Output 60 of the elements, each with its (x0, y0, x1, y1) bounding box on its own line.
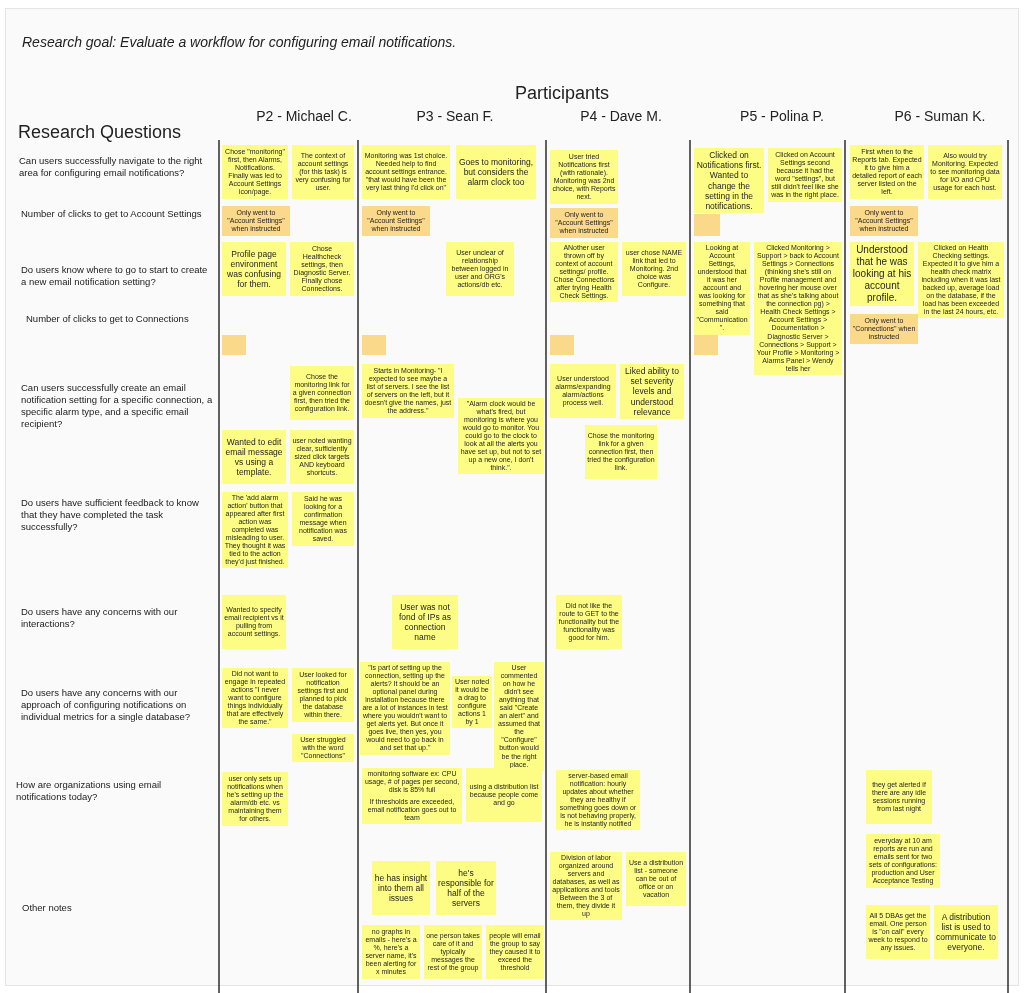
sticky-note (362, 335, 386, 355)
sticky-note (585, 425, 657, 479)
research-question: Do users have any concerns with our approach of configuring notifications on individual metrics for a single database? (21, 687, 191, 723)
sticky-note (290, 366, 354, 420)
sticky-note (222, 430, 286, 484)
sticky-note (694, 335, 718, 355)
column-heading: Participants (513, 82, 610, 105)
sticky-note (222, 335, 246, 355)
note-text: Liked ability to set severity levels and understood relevance (624, 366, 680, 417)
note-text: Understood that he was looking at his account profile. (852, 244, 912, 304)
note-text: Wanted to edit email message vs using a template. (224, 436, 284, 478)
note-text: he has insight into them all issues (374, 872, 428, 904)
research-question: Do users have sufficient feedback to know that they have completed the task successfully? (21, 497, 200, 533)
sticky-note (626, 852, 686, 906)
participant-name: P4 - Dave M. (579, 108, 663, 126)
sticky-note (556, 595, 622, 649)
research-question: How are organizations using email notifications today? (16, 779, 163, 803)
research-question: Can users successfully navigate to the right area for configuring email notifications? (19, 155, 204, 179)
sticky-note (446, 242, 514, 296)
sticky-note (424, 925, 482, 979)
sticky-note (866, 905, 930, 959)
note-text: A distribution list is used to communicate to everyone. (936, 911, 996, 953)
research-question: Number of clicks to get to Connections (26, 313, 190, 325)
note-text: Profile page environment was confusing for them. (226, 248, 282, 290)
research-goal-title: Research goal: Evaluate a workflow for configuring email notifications. (22, 33, 457, 52)
sticky-note (392, 595, 458, 649)
sticky-note (622, 242, 686, 296)
research-question: Number of clicks to get to Account Settings (21, 208, 203, 220)
sticky-note (550, 364, 616, 418)
research-question: Do users know where to go to start to create a new email notification setting? (21, 264, 209, 288)
sticky-note (934, 905, 998, 959)
row-heading: Research Questions (18, 121, 183, 144)
sticky-note (466, 768, 542, 822)
participant-name: P3 - Sean F. (415, 108, 495, 126)
sticky-note (486, 925, 544, 979)
note-text: he's responsible for half of the servers (438, 867, 494, 909)
sticky-note (362, 768, 462, 825)
research-question: Can users successfully create an email notification setting for a specific connection, a specific alarm type, and a specific email recipient? (21, 382, 213, 430)
sticky-note (222, 595, 286, 649)
sticky-note (928, 145, 1002, 199)
sticky-note (550, 335, 574, 355)
sticky-note (866, 770, 932, 824)
sticky-note (292, 734, 354, 763)
note-text: Clicked on Notifications first. Wanted to change the setting in the notifications. (696, 150, 762, 212)
research-question: Do users have any concerns with our interactions? (21, 606, 179, 630)
sticky-note (292, 145, 354, 199)
sticky-note (372, 861, 430, 915)
participant-name: P6 - Suman K. (893, 108, 987, 126)
sticky-note (456, 145, 536, 199)
participant-name: P5 - Polina P. (739, 108, 825, 126)
sticky-note (292, 492, 354, 546)
sticky-note (436, 861, 496, 915)
sticky-note (222, 242, 286, 296)
note-text: Goes to monitoring, but considers the alarm clock too (458, 156, 534, 188)
sticky-note (694, 214, 720, 236)
sticky-note (362, 145, 450, 199)
note-text: User was not fond of IPs as connection name (398, 601, 452, 643)
research-question: Other notes (22, 902, 73, 914)
sticky-note (290, 430, 354, 484)
participant-name: P2 - Michael C. (255, 108, 353, 126)
